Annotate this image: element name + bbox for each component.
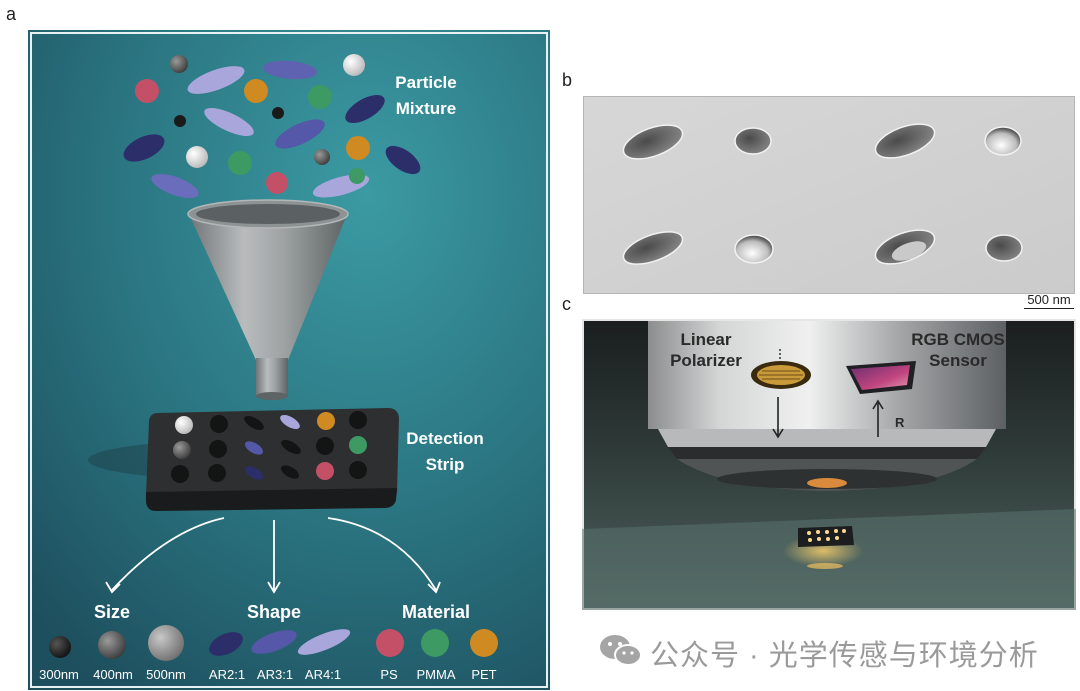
panel-label-a: a bbox=[6, 4, 17, 24]
panel-label-c: c bbox=[562, 294, 571, 314]
reflection-r-label: R bbox=[895, 415, 905, 430]
linear-polarizer-label-1: Linear bbox=[680, 330, 731, 349]
shape-legend bbox=[209, 629, 351, 656]
rgb-sensor-label-1: RGB CMOS bbox=[911, 330, 1005, 349]
detection-strip-label-2: Strip bbox=[426, 455, 465, 474]
size-label-500: 500nm bbox=[146, 667, 186, 682]
sample-strip bbox=[783, 526, 863, 569]
watermark-text: 公众号 · 光学传感与环境分析 bbox=[650, 640, 1039, 672]
detection-strip-label-1: Detection bbox=[406, 429, 483, 448]
scale-bar-line bbox=[1024, 308, 1074, 309]
size-category-label: Size bbox=[94, 602, 130, 622]
particle-mixture-label-1: Particle bbox=[395, 73, 456, 92]
size-legend bbox=[49, 625, 184, 661]
shape-label-ar3: AR3:1 bbox=[257, 667, 293, 682]
branch-arrows bbox=[105, 517, 441, 594]
wechat-icon bbox=[600, 635, 642, 666]
material-label-pet: PET bbox=[471, 667, 496, 682]
panel-a-frame bbox=[30, 32, 548, 688]
panel-c-photo: Linear Polarizer RGB CMOS Sensor R bbox=[582, 319, 1076, 610]
objective-lens bbox=[648, 321, 1006, 491]
particle-mixture-label-2: Mixture bbox=[396, 99, 456, 118]
rgb-sensor-label-2: Sensor bbox=[929, 351, 987, 370]
size-label-300: 300nm bbox=[39, 667, 79, 682]
shape-category-label: Shape bbox=[247, 602, 301, 622]
detection-strip bbox=[88, 408, 399, 511]
panel-b-sem-image bbox=[583, 96, 1075, 294]
panel-a-illustration: Particle Mixture Detection Strip Size Sh… bbox=[28, 30, 550, 690]
shape-label-ar4: AR4:1 bbox=[305, 667, 341, 682]
scale-bar: 500 nm bbox=[1024, 292, 1074, 310]
size-label-400: 400nm bbox=[93, 667, 133, 682]
rgb-sensor-chip bbox=[851, 365, 910, 390]
linear-polarizer-label-2: Polarizer bbox=[670, 351, 742, 370]
material-label-pmma: PMMA bbox=[417, 667, 456, 682]
scale-bar-label: 500 nm bbox=[1027, 292, 1071, 307]
panel-label-b: b bbox=[562, 70, 573, 90]
watermark: 公众号 · 光学传感与环境分析 bbox=[598, 630, 1068, 674]
material-label-ps: PS bbox=[380, 667, 398, 682]
material-category-label: Material bbox=[402, 602, 470, 622]
shape-label-ar2: AR2:1 bbox=[209, 667, 245, 682]
sem-holes bbox=[622, 123, 1023, 265]
material-legend bbox=[376, 629, 498, 657]
particle-mixture-cloud bbox=[123, 54, 421, 199]
polarizer-lines bbox=[759, 370, 803, 380]
funnel bbox=[187, 199, 349, 400]
